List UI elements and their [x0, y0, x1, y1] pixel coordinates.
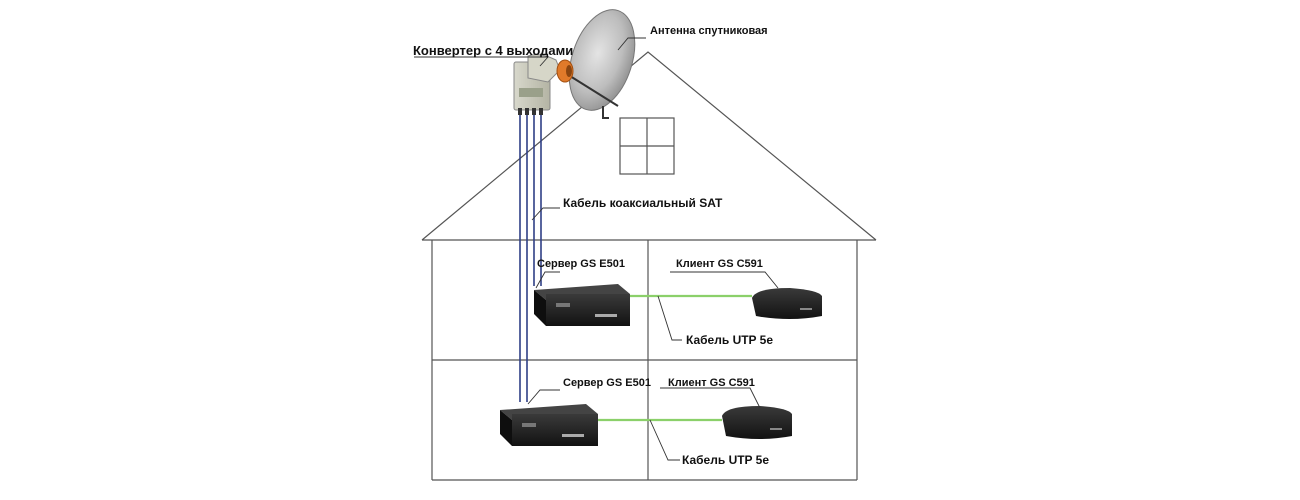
server-box-upper	[534, 284, 630, 326]
label-converter: Конвертер с 4 выходами	[413, 43, 574, 58]
label-utp-upper: Кабель UTP 5е	[686, 333, 774, 347]
house-outline	[421, 51, 877, 481]
label-antenna: Антенна спутниковая	[650, 25, 768, 37]
attic-window	[619, 117, 675, 175]
dish-mount	[602, 106, 609, 119]
server-box-lower	[500, 404, 598, 446]
label-client-upper: Клиент GS C591	[676, 258, 763, 270]
lnb-outputs	[518, 108, 543, 115]
lnb-neck	[527, 54, 561, 83]
client-box-lower	[722, 406, 792, 439]
utp-cables	[598, 294, 752, 422]
roof	[421, 51, 877, 241]
coax-cables	[519, 115, 542, 402]
client-box-upper	[752, 288, 822, 319]
label-server-lower: Сервер GS E501	[563, 377, 651, 389]
label-client-lower: Клиент GS C591	[668, 377, 755, 389]
label-coax-cable: Кабель коаксиальный SAT	[563, 196, 723, 210]
dish-arm	[569, 75, 619, 107]
dish-reflector	[568, 9, 636, 111]
label-server-upper: Сервер GS E501	[537, 258, 625, 270]
satellite-dish	[568, 9, 636, 119]
label-utp-lower: Кабель UTP 5е	[682, 453, 770, 467]
lnb-converter	[513, 54, 574, 115]
leader-lines	[414, 37, 779, 461]
